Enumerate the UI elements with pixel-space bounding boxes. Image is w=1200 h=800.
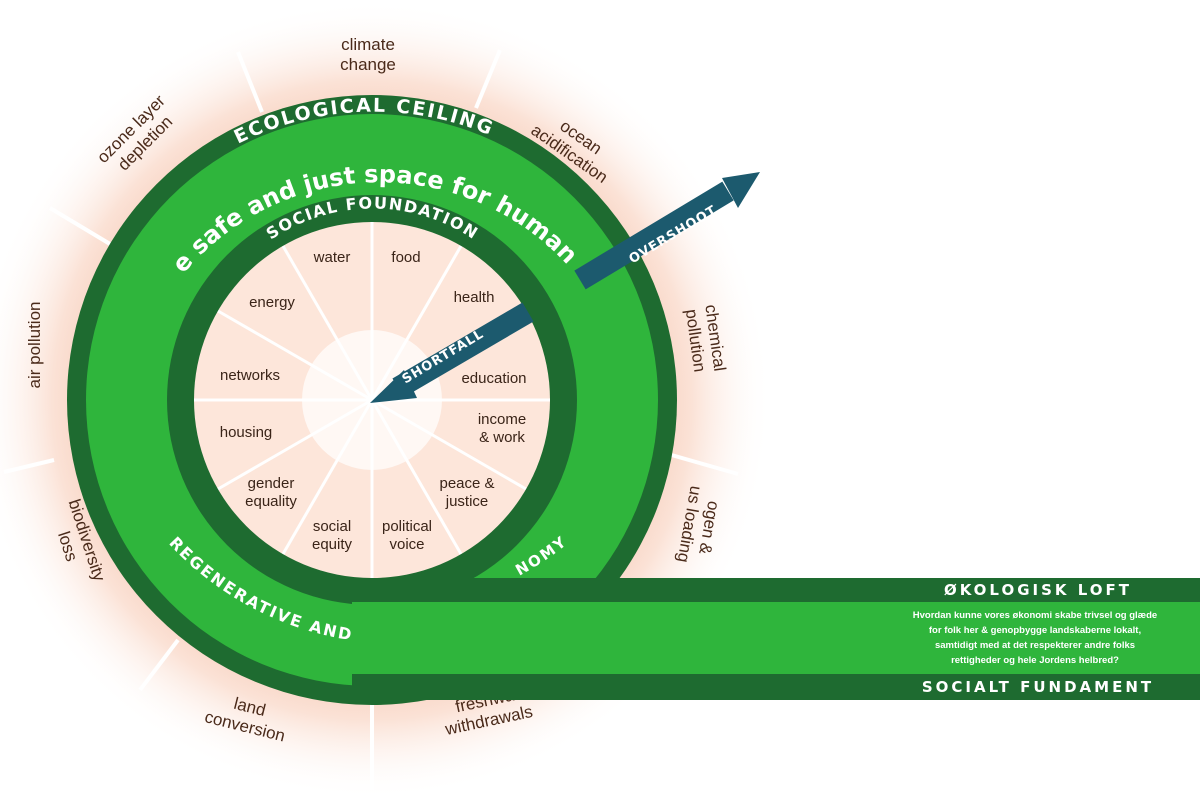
social-equity-label-line: equity [312, 536, 353, 553]
banner-top-title: ØKOLOGISK LOFT [943, 581, 1133, 599]
income-work-label-line: & work [479, 429, 525, 446]
climate-change-label-line: change [340, 55, 396, 74]
banner-bottom-title: SOCIALT FUNDAMENT [921, 678, 1155, 696]
gender-equality-label-line: gender [248, 475, 295, 492]
health-label-line: health [454, 289, 495, 306]
banner-middle-strip: Hvordan kunne vores økonomi skabe trivse… [352, 602, 1200, 674]
energy-label: energy [249, 294, 295, 311]
networks-label-line: networks [220, 367, 280, 384]
health-label: health [454, 289, 495, 306]
income-work-label: income& work [478, 411, 526, 446]
housing-label-line: housing [220, 424, 273, 441]
water-label-line: water [313, 249, 351, 266]
peace-justice-label-line: peace & [439, 475, 494, 492]
food-label: food [391, 249, 420, 266]
chemical-pollution-label: chemicalpollution [681, 303, 729, 375]
political-voice-label-line: political [382, 518, 432, 535]
education-label: education [461, 370, 526, 387]
air-pollution-label: air pollution [25, 302, 44, 389]
education-label-line: education [461, 370, 526, 387]
food-label-line: food [391, 249, 420, 266]
energy-label-line: energy [249, 294, 295, 311]
income-work-label-line: income [478, 411, 526, 428]
peace-justice-label-line: justice [445, 493, 489, 510]
banner-bottom-strip: SOCIALT FUNDAMENT [352, 674, 1200, 700]
gender-equality-label-line: equality [245, 493, 297, 510]
water-label: water [313, 249, 351, 266]
banner-question: Hvordan kunne vores økonomi skabe trivse… [912, 610, 1158, 666]
air-pollution-label-line: air pollution [25, 302, 44, 389]
social-need-labels: water food health education income& work peac… [220, 249, 527, 553]
peace-justice-label: peace &justice [439, 475, 494, 510]
housing-label: housing [220, 424, 273, 441]
climate-change-label-line: climate [341, 35, 395, 54]
inner-sector-dividers [194, 222, 550, 578]
networks-label: networks [220, 367, 280, 384]
banner-top-strip: ØKOLOGISK LOFT [352, 578, 1200, 602]
political-voice-label-line: voice [389, 536, 424, 553]
outer-sector-dividers [3, 49, 739, 790]
social-equity-label-line: social [313, 518, 351, 535]
